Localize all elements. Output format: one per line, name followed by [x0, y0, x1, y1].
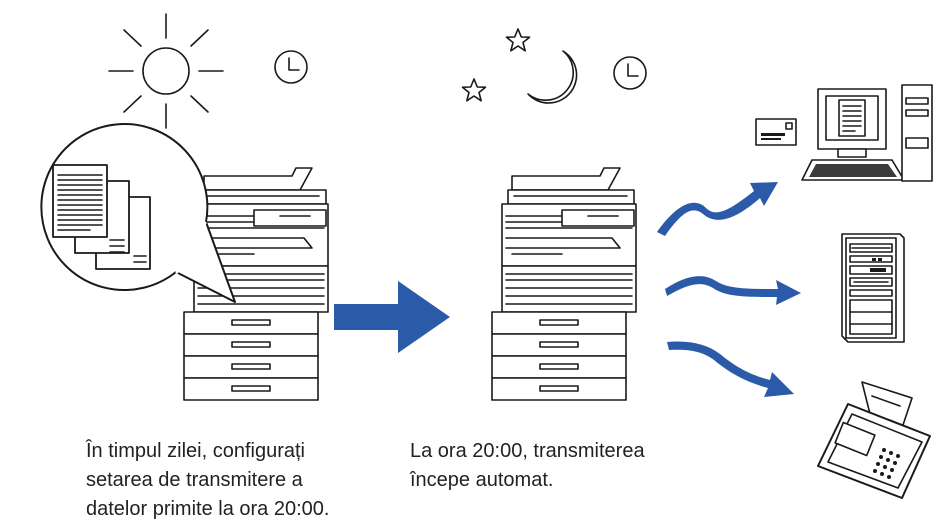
caption-day-line: datelor primite la ora 20:00.: [86, 498, 330, 520]
fax-icon: [817, 381, 931, 499]
transmission-arrows: [657, 182, 801, 397]
server-icon: [841, 233, 905, 343]
star-icon: [505, 28, 531, 52]
caption-night-line: La ora 20:00, transmiterea: [410, 440, 645, 462]
caption-day-line: În timpul zilei, configurați: [86, 440, 305, 462]
clock-icon: [274, 50, 308, 84]
star-icon: [461, 78, 487, 102]
moon-icon: [527, 50, 578, 104]
documents-icon: [52, 164, 151, 270]
caption-night: La ora 20:00, transmiterea începe automa…: [410, 437, 645, 495]
sun-icon: [108, 13, 224, 129]
caption-day: În timpul zilei, configurați setarea de …: [86, 437, 329, 524]
caption-day-line: setarea de transmitere a: [86, 469, 303, 491]
clock-icon: [613, 56, 647, 90]
computer-icon: [755, 84, 933, 182]
transition-arrow: [334, 281, 450, 353]
copier-right: [491, 167, 637, 401]
caption-night-line: începe automat.: [410, 469, 554, 491]
